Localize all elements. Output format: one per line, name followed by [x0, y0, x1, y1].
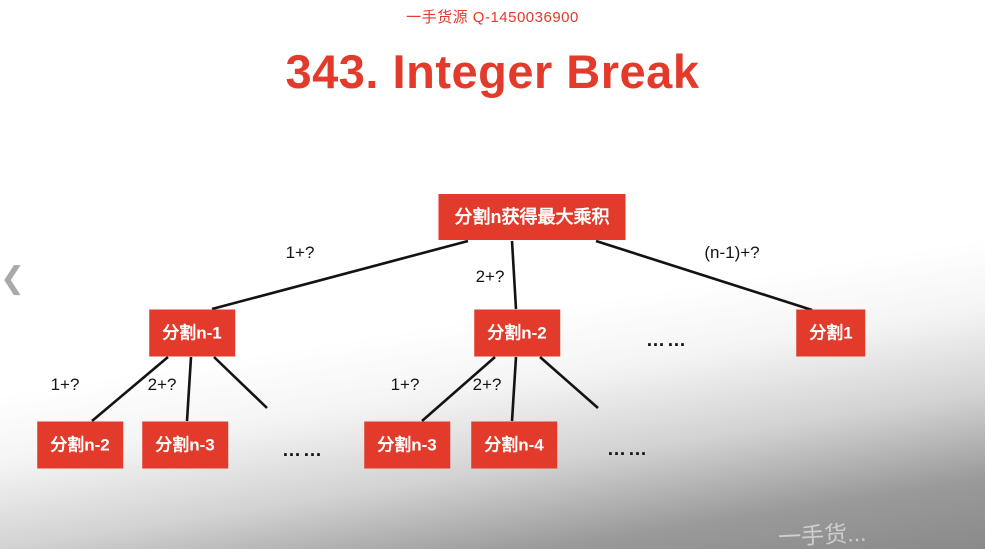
edge-label-root-mid: 2+? — [475, 267, 505, 286]
ellipsis-level3-left: …… — [282, 440, 324, 461]
prev-arrow-icon[interactable]: ❮ — [0, 262, 26, 295]
ellipsis-level3-mid: …… — [607, 439, 649, 460]
watermark-top: 一手货源 Q-1450036900 — [406, 9, 579, 26]
edge-label-l2left-1: 1+? — [50, 375, 80, 394]
tree-node-l3-b: 分割n-3 — [142, 421, 228, 469]
edge-label-root-left: 1+? — [285, 243, 315, 262]
tree-node-l3-c: 分割n-3 — [364, 421, 450, 469]
tree-node-l3-a: 分割n-2 — [37, 421, 123, 469]
watermark-bottom: 一手货... — [777, 519, 867, 549]
edge-line-l2left-to-l3b — [185, 356, 193, 422]
tree-node-l2-left: 分割n-1 — [149, 309, 235, 357]
edge-line-l2mid-to-ellipsis — [539, 356, 599, 409]
edge-label-l2mid-2: 2+? — [472, 375, 502, 394]
ellipsis-level2: …… — [646, 330, 688, 351]
edge-line-root-to-l2-left — [211, 239, 469, 311]
page-title: 343. Integer Break — [285, 45, 700, 98]
edge-label-l2mid-1: 1+? — [390, 375, 420, 394]
edge-line-root-to-l2-mid — [510, 240, 518, 310]
edge-line-l2mid-to-l3d — [510, 356, 518, 422]
edge-label-l2left-2: 2+? — [147, 375, 177, 394]
tree-node-root: 分割n获得最大乘积 — [438, 194, 626, 240]
tree-node-l2-mid: 分割n-2 — [474, 309, 560, 357]
edge-line-l2left-to-ellipsis — [213, 356, 268, 409]
tree-node-l2-right: 分割1 — [796, 309, 866, 357]
edge-label-root-right: (n-1)+? — [704, 243, 760, 262]
tree-node-l3-d: 分割n-4 — [471, 421, 557, 469]
